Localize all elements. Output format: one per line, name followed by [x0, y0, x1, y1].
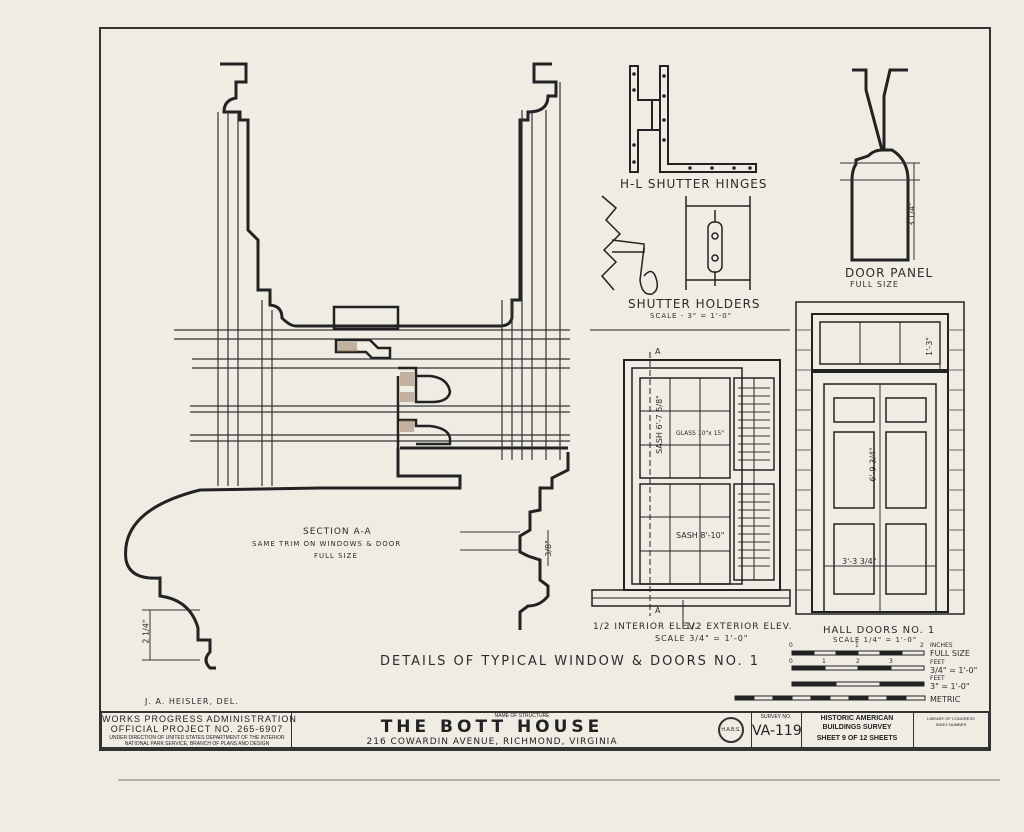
shutter-holders-scale: SCALE - 3" = 1'-0" — [650, 312, 732, 320]
section-note: SAME TRIM ON WINDOWS & DOOR — [252, 540, 402, 548]
dim-sash-upper: SASH 6'-7 5/8" — [654, 395, 664, 454]
door-panel-dims — [840, 162, 920, 260]
scale-metric: METRIC — [930, 695, 961, 704]
title-block: WORKS PROGRESS ADMINISTRATION OFFICIAL P… — [100, 711, 990, 749]
section-break-lines — [174, 329, 570, 442]
scale-feet-tick-2: 2 — [856, 658, 860, 665]
scale-full-size: FULL SIZE — [930, 649, 970, 658]
section-title: SECTION A-A — [303, 527, 372, 537]
scale-feet-tick-3: 3 — [889, 658, 893, 665]
window-elevation — [590, 329, 791, 628]
structure-cell: NAME OF STRUCTURE THE BOTT HOUSE 216 COW… — [292, 713, 752, 747]
dim-panel-height: 3 1/4" — [907, 202, 917, 227]
graphic-scales — [734, 650, 926, 701]
survey-label: SURVEY NO. — [760, 714, 792, 720]
hinges-label: H-L SHUTTER HINGES — [620, 177, 768, 191]
siding-lines — [796, 329, 964, 591]
main-title: DETAILS OF TYPICAL WINDOW & DOORS NO. 1 — [380, 654, 761, 669]
habs-seal-text: H.A.B.S. — [721, 727, 741, 733]
door-panel-label: DOOR PANEL — [845, 266, 934, 280]
window-scale: SCALE 3/4" = 1'-0" — [655, 634, 749, 643]
shutter-holders-drawing — [600, 195, 751, 295]
structure-address: 216 COWARDIN AVENUE, RICHMOND, VIRGINIA — [366, 737, 618, 747]
survey-title-1: HISTORIC AMERICAN — [820, 715, 894, 722]
hall-doors-label: HALL DOORS NO. 1 — [823, 625, 936, 636]
hinge-nails — [632, 72, 752, 170]
door-panel-drawing — [850, 68, 910, 262]
scale-tick-1: 1 — [855, 642, 859, 649]
section-framing-lines — [217, 82, 561, 486]
section-mark-top: A — [655, 347, 662, 356]
dim-door-width: 3'-3 3/4" — [842, 557, 877, 566]
scale-tick-2: 2 — [920, 642, 924, 649]
door-panel-scale: FULL SIZE — [850, 280, 899, 289]
dim-glass: GLASS 10"x 15" — [676, 430, 725, 437]
scale-inches-label: INCHES — [930, 642, 953, 649]
dim-door-height: 6'-9 3/4" — [868, 447, 878, 482]
dim-trim-small: 3/8" — [543, 540, 553, 557]
dim-transom: 1'-3" — [924, 337, 934, 356]
scale-feet1: 3/4" = 1'-0" — [930, 666, 978, 675]
trim-dimension-lines — [142, 530, 549, 661]
scale-tick-0: 0 — [789, 642, 793, 649]
scale-feet-tick-0: 0 — [789, 658, 793, 665]
index-cell: LIBRARY OF CONGRESS INDEX NUMBER — [914, 713, 988, 747]
sheet-border — [99, 27, 991, 751]
window-interior-label: 1/2 INTERIOR ELEV. — [593, 622, 699, 632]
shutter-louvers — [738, 387, 770, 567]
window-exterior-label: 1/2 EXTERIOR ELEV. — [685, 622, 793, 632]
branch-name: NATIONAL PARK SERVICE, BRANCH OF PLANS A… — [124, 741, 270, 747]
hl-hinges-drawing — [629, 65, 757, 173]
sheet-number: SHEET 9 OF 12 SHEETS — [816, 735, 898, 742]
meeting-rail-detail — [332, 305, 452, 448]
structure-name: THE BOTT HOUSE — [380, 717, 604, 737]
scale-feet-tick-1: 1 — [822, 658, 826, 665]
hall-door-dims — [824, 322, 941, 612]
scale-feet2: 3" = 1'-0" — [930, 682, 970, 691]
meeting-rail-hatch — [337, 342, 414, 432]
section-mark-bottom: A — [655, 606, 662, 615]
shutter-holders-label: SHUTTER HOLDERS — [628, 297, 761, 311]
dim-trim-height: 2 1/4" — [141, 619, 151, 644]
drafter: J. A. HEISLER, DEL. — [145, 697, 239, 706]
dim-sash-lower: SASH 8'-10" — [676, 531, 725, 540]
survey-cell: SURVEY NO. VA-119 — [752, 713, 802, 747]
scale-feet2-label: FEET — [930, 675, 945, 682]
index-label-2: INDEX NUMBER — [935, 722, 967, 727]
habs-cell: HISTORIC AMERICAN BUILDINGS SURVEY SHEET… — [802, 713, 914, 747]
survey-title-2: BUILDINGS SURVEY — [822, 724, 892, 731]
structure-name-label: NAME OF STRUCTURE — [494, 713, 550, 719]
habs-seal: H.A.B.S. — [718, 717, 744, 743]
index-label-1: LIBRARY OF CONGRESS — [927, 716, 975, 721]
scale-feet1-label: FEET — [930, 659, 945, 666]
survey-number: VA-119 — [752, 723, 802, 739]
project-number: OFFICIAL PROJECT NO. 265-6907 — [110, 724, 284, 734]
agency-cell: WORKS PROGRESS ADMINISTRATION OFFICIAL P… — [102, 713, 297, 747]
under-direction: UNDER DIRECTION OF UNITED STATES DEPARTM… — [109, 735, 285, 741]
agency-name: WORKS PROGRESS ADMINISTRATION — [102, 714, 297, 724]
section-a-a-profile — [124, 62, 570, 670]
hall-doors-scale: SCALE 1/4" = 1'-0" — [833, 636, 918, 644]
section-scale: FULL SIZE — [314, 552, 358, 560]
